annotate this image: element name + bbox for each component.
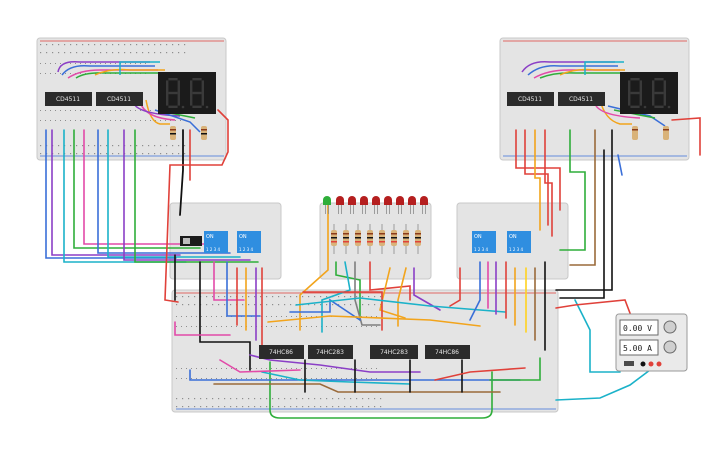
seven-segment-display-icon	[620, 72, 678, 114]
terminal-icon[interactable]	[656, 361, 662, 367]
chip-right-a[interactable]: CD4511	[507, 92, 554, 106]
top-left-jumpers[interactable]	[57, 60, 201, 133]
knob-icon[interactable]	[663, 320, 677, 334]
dip-switch-positions: 1 2 3 4	[509, 247, 523, 252]
dip-switch-left-1[interactable]: ON 1 2 3 4	[204, 231, 228, 253]
wire-bundle[interactable]	[45, 109, 701, 419]
dip-switch-positions: 1 2 3 4	[474, 247, 488, 252]
dip-switch-left-2[interactable]: ON 1 2 3 4	[237, 231, 261, 253]
dip-switch-on-label: ON	[239, 234, 247, 240]
terminal-icon[interactable]	[648, 361, 654, 367]
chip-right-b[interactable]: CD4511	[558, 92, 605, 106]
dip-switch-on-label: ON	[474, 234, 482, 240]
chip-left-a-label: CD4511	[56, 96, 80, 103]
resistor-icon	[170, 126, 669, 140]
dip-switch-positions: 1 2 3 4	[206, 247, 220, 252]
chip-right-b-label: CD4511	[569, 96, 593, 103]
seven-segment-display-icon	[158, 72, 216, 114]
dip-switch-on-label: ON	[509, 234, 517, 240]
dip-switch-right-1[interactable]: ON 1 2 3 4	[472, 231, 496, 253]
current-readout: 5.00 A	[623, 344, 652, 353]
power-supply[interactable]: 0.00 V 5.00 A	[615, 313, 688, 372]
chip-bottom-4-label: 74HC86	[435, 349, 459, 356]
chip-right-a-label: CD4511	[518, 96, 542, 103]
dip-switch-positions: 1 2 3 4	[239, 247, 253, 252]
chip-bottom-2[interactable]: 74HC283	[308, 345, 353, 359]
chip-left-a[interactable]: CD4511	[45, 92, 92, 106]
breadboard-main[interactable]	[171, 289, 559, 413]
chip-left-b-label: CD4511	[107, 96, 131, 103]
dip-switch-on-label: ON	[206, 234, 214, 240]
chip-left-b[interactable]: CD4511	[96, 92, 143, 106]
chip-bottom-1[interactable]: 74HC86	[259, 345, 304, 359]
chip-bottom-3-label: 74HC283	[380, 349, 408, 356]
terminal-icon[interactable]	[640, 361, 646, 367]
led-row	[323, 196, 428, 214]
voltage-readout: 0.00 V	[623, 324, 652, 333]
top-right-jumpers[interactable]	[521, 60, 666, 127]
chip-bottom-1-label: 74HC86	[269, 349, 293, 356]
knob-icon[interactable]	[663, 340, 677, 354]
chip-bottom-4[interactable]: 74HC86	[425, 345, 470, 359]
chip-bottom-3[interactable]: 74HC283	[370, 345, 418, 359]
slide-switch-icon[interactable]	[180, 236, 202, 246]
dip-switch-right-2[interactable]: ON 1 2 3 4	[507, 231, 531, 253]
chip-bottom-2-label: 74HC283	[316, 349, 344, 356]
resistor-row	[331, 224, 421, 254]
